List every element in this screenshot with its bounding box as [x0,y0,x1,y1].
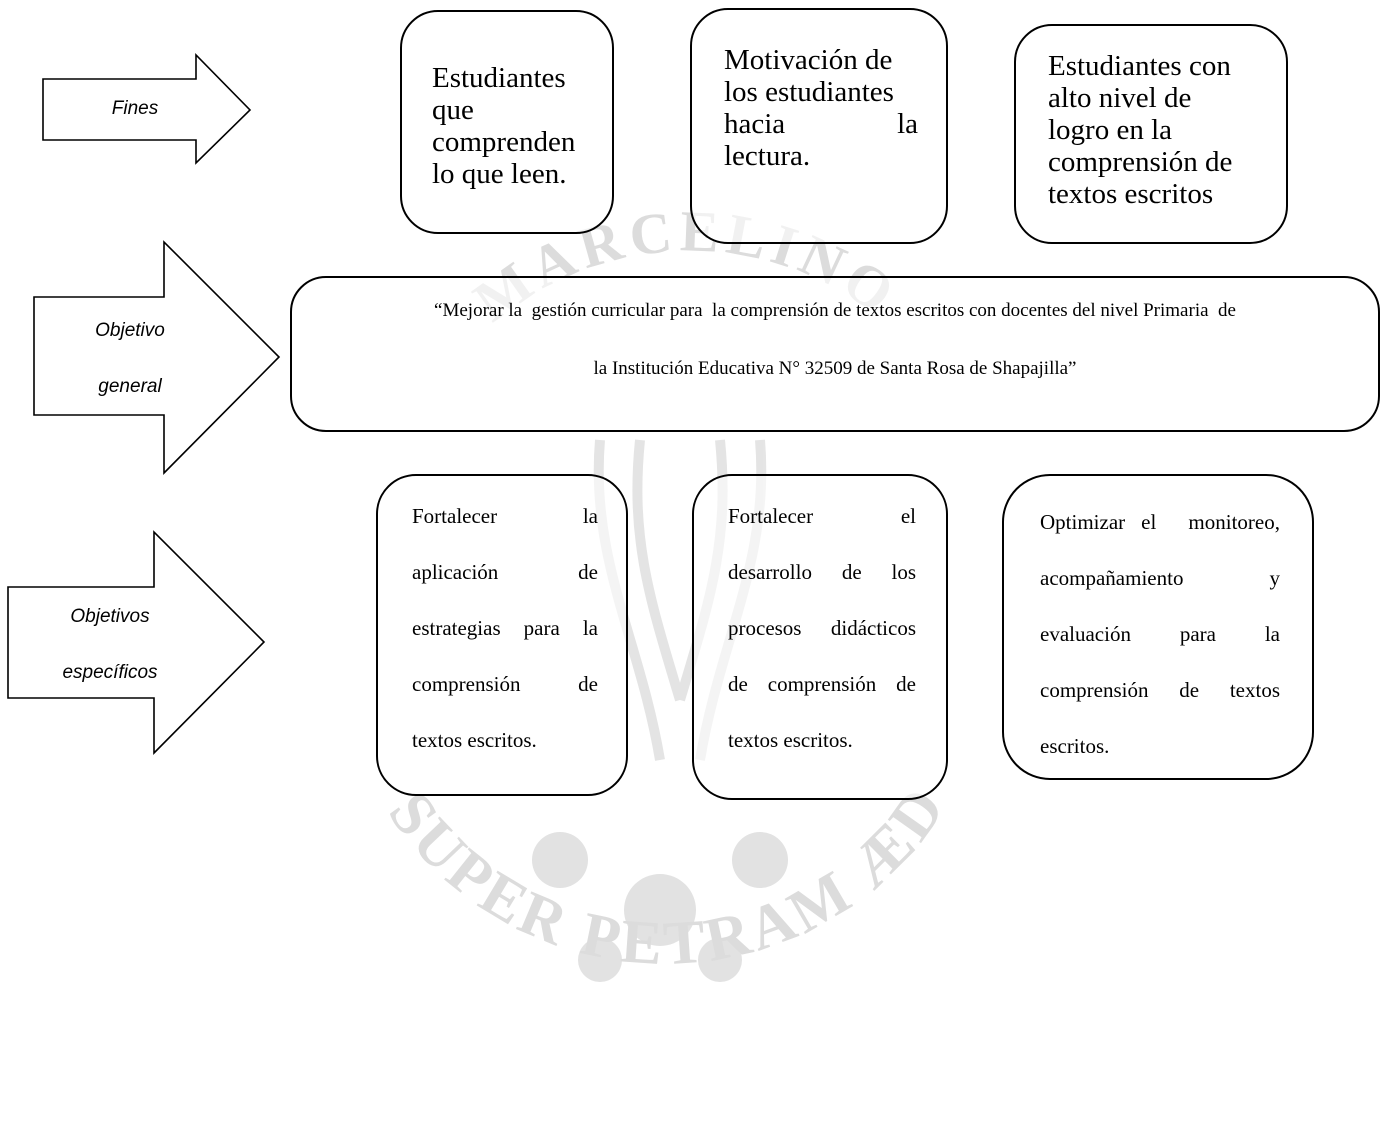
fin-2-line: hacia la [724,108,918,140]
objetivo-especifico-1-line: aplicación de [412,560,598,584]
fin-box-2: Motivación de los estudiantes hacia la l… [690,8,948,244]
objetivo-especifico-box-3: Optimizar el monitoreo, acompañamiento y… [1002,474,1314,780]
objetivo-especifico-3-line: acompañamiento y [1040,566,1280,590]
objetivo-general-line2: la Institución Educativa N° 32509 de San… [593,358,1077,379]
objetivo-especifico-2-line: de comprensión de [728,672,916,696]
fin-1-line: Estudiantes [432,62,566,94]
objetivo-especifico-2-line: textos escritos. [728,728,853,752]
objetivo-especifico-1-line: Fortalecer la [412,504,598,528]
fin-box-3: Estudiantes con alto nivel de logro en l… [1014,24,1288,244]
objetivo-especifico-1-line: textos escritos. [412,728,537,752]
objetivo-especifico-box-1: Fortalecer la aplicación de estrategias … [376,474,628,796]
objetivo-especifico-box-2: Fortalecer el desarrollo de los procesos… [692,474,948,800]
objetivos-especificos-label-line2: específicos [62,662,158,683]
objetivos-especificos-label-line1: Objetivos [70,606,150,627]
fin-1-line: comprenden [432,126,576,158]
objetivo-especifico-3-line: evaluación para la [1040,622,1280,646]
fin-1-line: lo que leen. [432,158,567,190]
fines-arrow [42,53,252,165]
fin-2-line: Motivación de [724,44,893,76]
objetivo-general-label-line1: Objetivo [95,320,165,341]
objetivo-general-arrow [33,240,281,475]
fin-3-line: textos escritos [1048,178,1214,210]
fin-1-line: que [432,94,474,126]
objetivo-general-label-line2: general [98,376,162,397]
fin-2-line-justified: hacia la [724,108,918,140]
objetivo-especifico-3-line: Optimizar el monitoreo, [1040,510,1280,534]
objetivo-general-line1: “Mejorar la gestión curricular para la c… [434,300,1236,321]
objetivos-especificos-arrow [7,530,266,755]
objetivo-especifico-3-line: escritos. [1040,734,1110,758]
fin-3-line: Estudiantes con [1048,50,1231,82]
objetivo-especifico-3-line: comprensión de textos [1040,678,1280,702]
objetivo-general-box: “Mejorar la gestión curricular para la c… [290,276,1380,432]
objetivo-especifico-2-line: desarrollo de los [728,560,916,584]
objetivo-especifico-2-line: Fortalecer el [728,504,916,528]
fin-2-line: lectura. [724,140,811,172]
fin-3-line: comprensión de [1048,146,1233,178]
objetivo-especifico-1-line: estrategias para la [412,616,598,640]
fin-3-line: logro en la [1048,114,1173,146]
objetivo-especifico-1-line: comprensión de [412,672,598,696]
fin-box-1: Estudiantes que comprenden lo que leen. [400,10,614,234]
fines-arrow-label: Fines [111,98,159,119]
fin-2-line: los estudiantes [724,76,894,108]
fin-3-line: alto nivel de [1048,82,1192,114]
objetivo-especifico-2-line: procesos didácticos [728,616,916,640]
